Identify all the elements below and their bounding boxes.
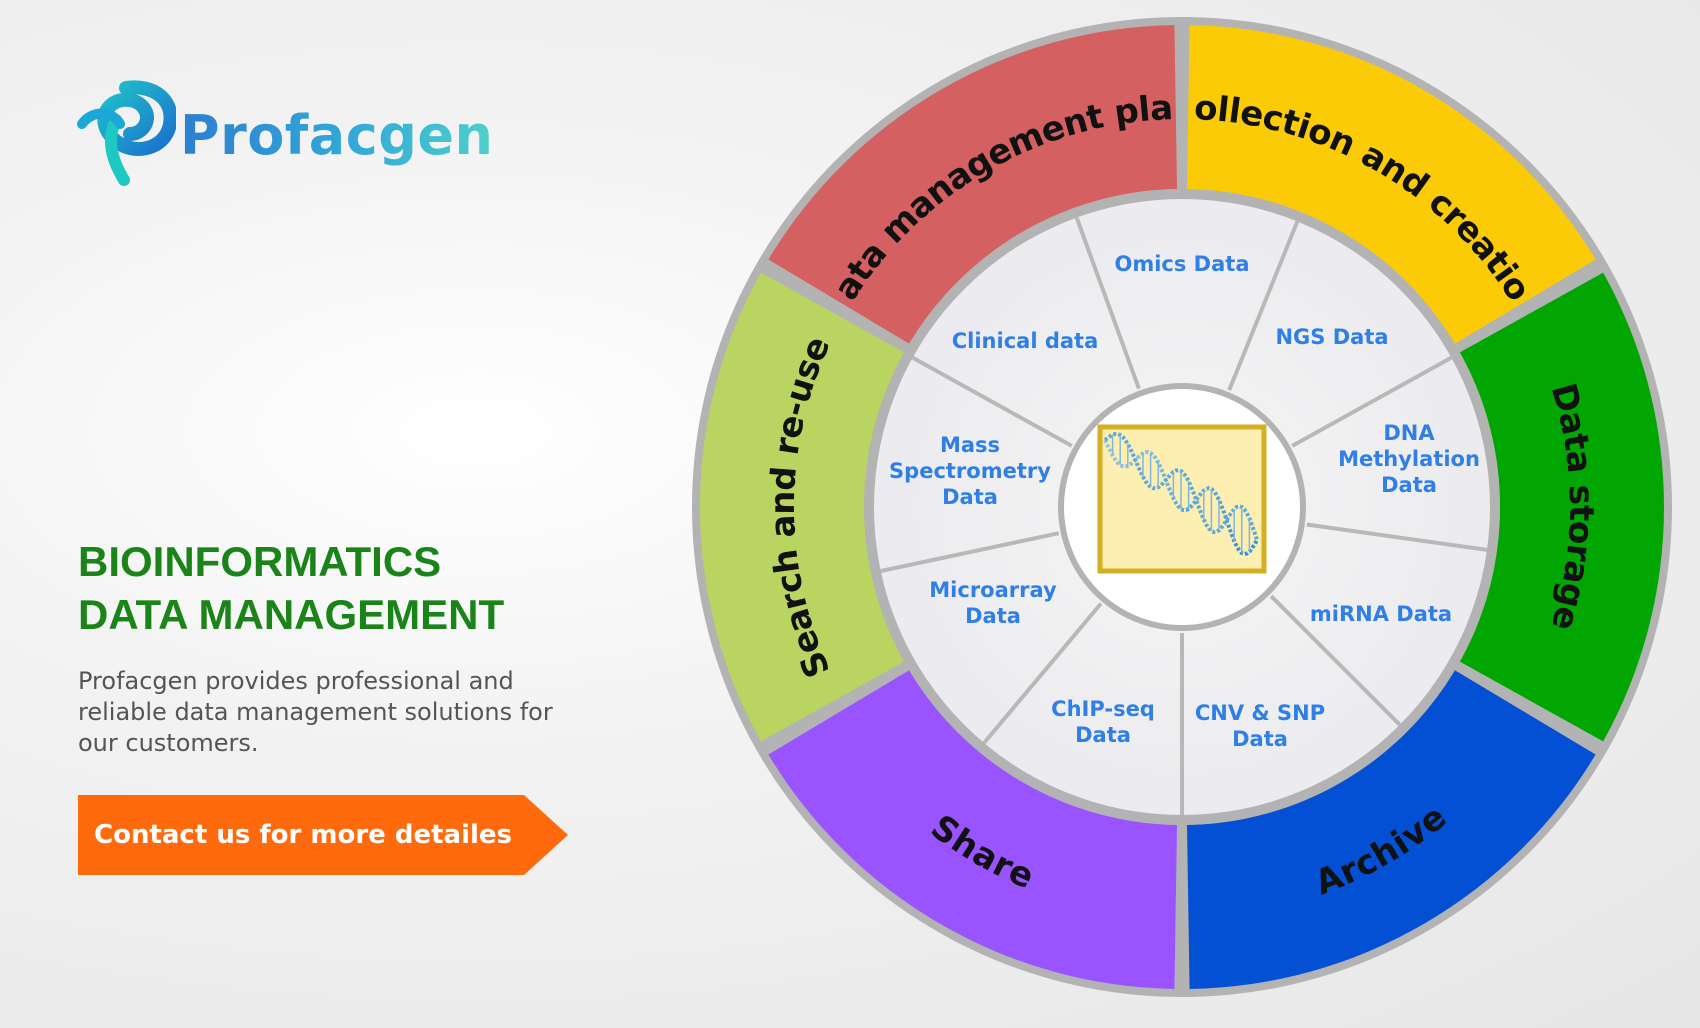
- inner-divider: [1074, 216, 1141, 390]
- page-title-line2: DATA MANAGEMENT: [78, 591, 505, 638]
- contact-button-label: Contact us for more detailes: [94, 820, 513, 850]
- brand-logo[interactable]: Profacgen: [76, 80, 516, 195]
- page-title-line1: BIOINFORMATICS: [78, 538, 442, 585]
- contact-button[interactable]: Contact us for more detailes: [78, 795, 568, 875]
- inner-divider: [1269, 594, 1402, 727]
- inner-divider: [982, 602, 1103, 745]
- dna-helix-icon: [1097, 424, 1267, 574]
- page-description: Profacgen provides professional and reli…: [78, 667, 553, 757]
- outer-ring: [700, 25, 1665, 989]
- lifecycle-segment-archive: [1186, 670, 1596, 989]
- data-type-clinical-data: Clinical data: [952, 329, 1099, 353]
- inner-ring-dividers: [880, 216, 1488, 815]
- data-type-mirna-data: miRNA Data: [1310, 602, 1452, 626]
- inner-divider: [911, 355, 1073, 448]
- brand-name: Profacgen: [180, 104, 494, 167]
- lifecycle-segment-share: [768, 670, 1178, 989]
- page-title: BIOINFORMATICS DATA MANAGEMENT: [78, 535, 504, 641]
- lifecycle-segment-collection-and-creation: [1186, 25, 1596, 344]
- data-type-omics-data: Omics Data: [1114, 252, 1249, 276]
- lifecycle-segment-data-management-plan: [768, 25, 1178, 344]
- inner-divider: [1291, 355, 1453, 448]
- data-type-ngs-data: NGS Data: [1275, 325, 1388, 349]
- inner-divider: [1306, 522, 1488, 552]
- dna-helix-strands: [1103, 432, 1259, 557]
- lifecycle-segment-search-and-re-use: [700, 272, 905, 742]
- contact-button-shape: [78, 795, 568, 875]
- inner-divider: [1227, 220, 1300, 391]
- lifecycle-segment-data-storage: [1459, 272, 1665, 742]
- inner-divider: [880, 531, 1060, 573]
- ribbon-p-logo-icon: [77, 80, 176, 186]
